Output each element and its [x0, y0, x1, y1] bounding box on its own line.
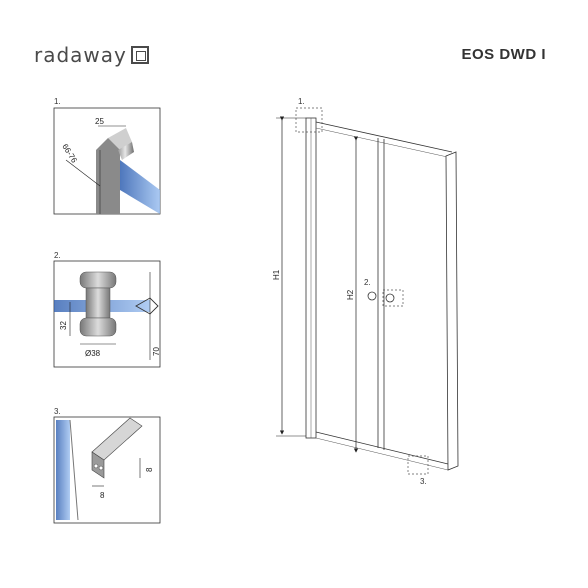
detail-3-dim-a: 8	[100, 491, 105, 500]
detail-2-knob-body	[85, 287, 111, 319]
h1-label: H1	[272, 269, 281, 280]
detail-2-knob-bottom	[79, 317, 117, 337]
detail-1: 1. 25 66-76	[53, 97, 161, 215]
bottom-edge	[315, 431, 449, 465]
detail-2-dim-b: Ø38	[85, 349, 101, 358]
detail-1-profile-top	[108, 128, 132, 150]
detail-1-number: 1.	[54, 97, 61, 106]
detail-3-glass	[56, 420, 70, 520]
detail-1-dim-line-b	[65, 159, 101, 187]
handle-right	[385, 293, 395, 303]
callout-1-label: 1.	[298, 97, 305, 106]
callout-3-box	[407, 455, 429, 475]
door-drawing: 2. 1. 3. H1 H2	[272, 97, 459, 486]
handle-left	[367, 291, 377, 301]
callout-3-label: 3.	[420, 477, 427, 486]
detail-2: 2. 32 Ø38 70	[53, 251, 161, 368]
detail-3-dim-b: 8	[145, 467, 154, 472]
detail-3: 3. 8 8	[53, 407, 161, 524]
detail-1-cap	[118, 142, 134, 160]
detail-2-knob-top	[79, 271, 117, 289]
detail-2-dim-a: 32	[59, 321, 68, 330]
detail-1-glass	[120, 160, 160, 214]
product-title: EOS DWD I	[461, 46, 546, 63]
detail-1-dim-a: 25	[95, 117, 104, 126]
detail-1-profile-side	[96, 138, 120, 214]
brand-logo: radaway	[34, 44, 149, 66]
detail-2-dim-c: 70	[152, 347, 161, 356]
h2-label: H2	[346, 289, 355, 300]
logo-text: radaway	[34, 43, 127, 67]
top-edge	[315, 121, 453, 153]
detail-3-number: 3.	[54, 407, 61, 416]
right-profile	[445, 151, 459, 471]
logo-square-icon	[130, 46, 149, 64]
detail-2-pull-ring	[135, 297, 159, 315]
detail-2-number: 2.	[54, 251, 61, 260]
callout-1-box	[295, 107, 323, 133]
callout-2-box	[382, 289, 404, 307]
callout-2-label: 2.	[364, 278, 371, 287]
